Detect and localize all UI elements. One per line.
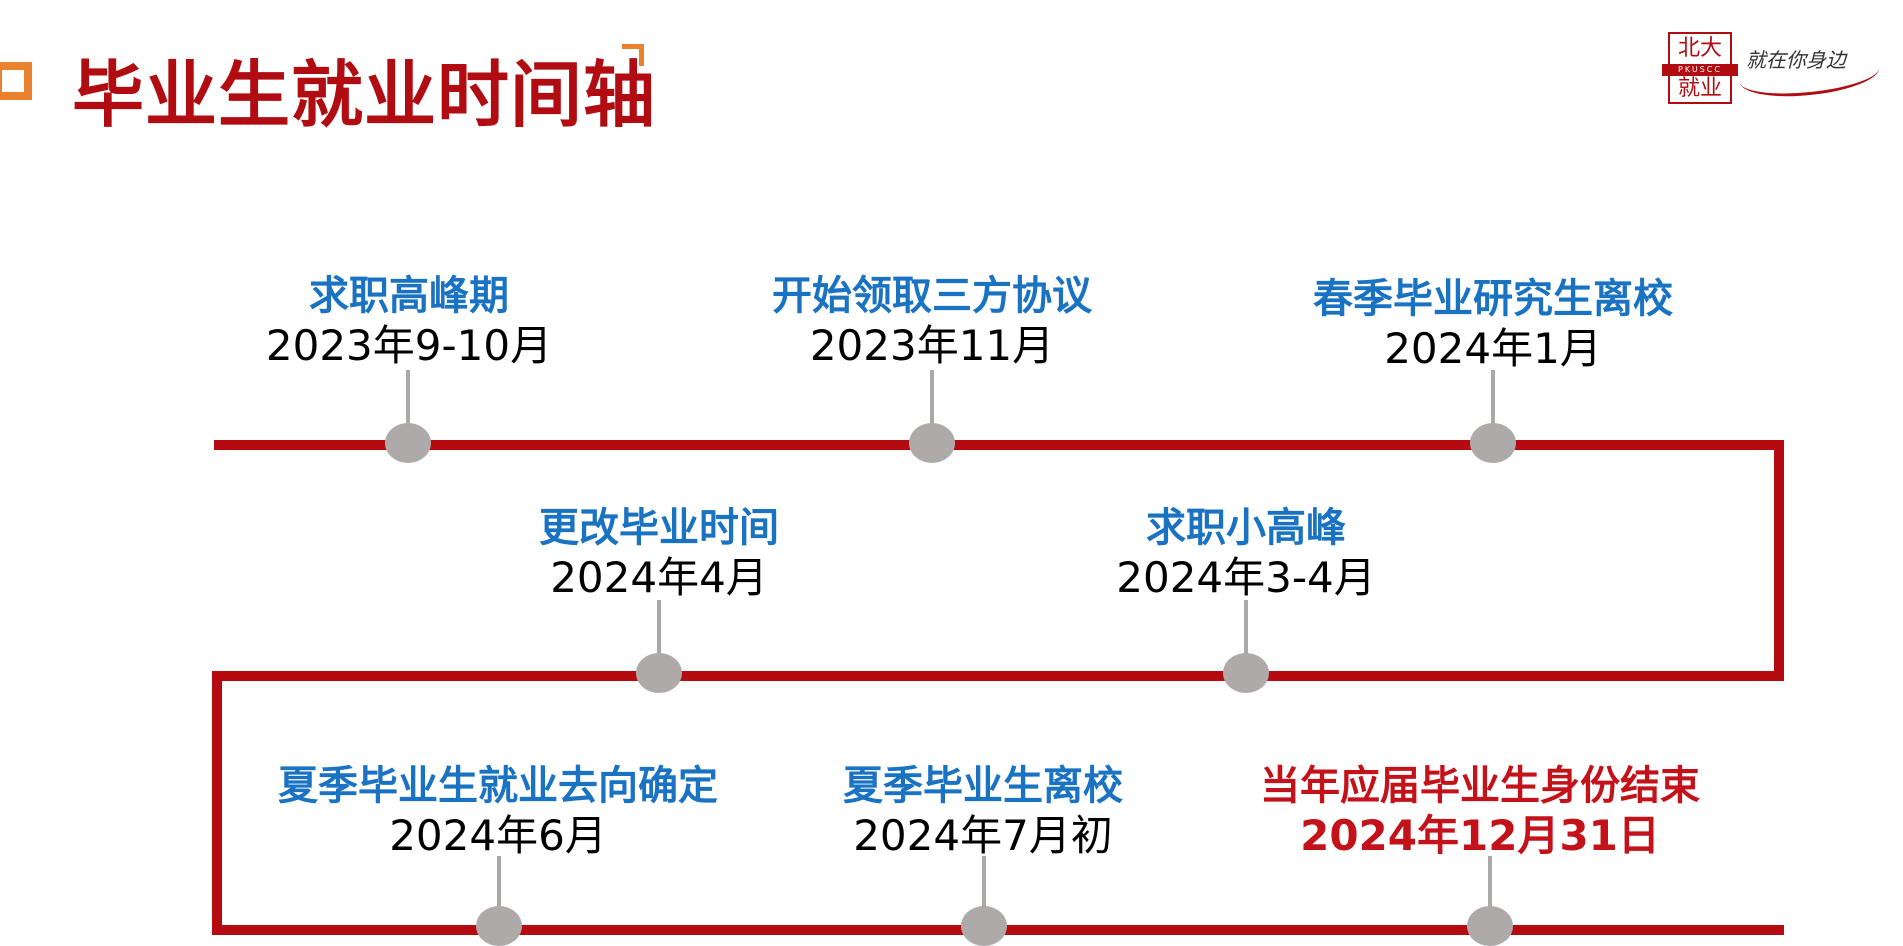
event-date: 2024年4月 <box>550 553 768 602</box>
logo-seal-bottom: 就业 <box>1677 76 1722 101</box>
event-date: 2024年3-4月 <box>1116 553 1376 602</box>
event-title-final: 当年应届毕业生身份结束 <box>1260 763 1700 809</box>
event-date-final: 2024年12月31日 <box>1300 811 1660 860</box>
event-connector <box>930 370 934 430</box>
timeline-segment-row1 <box>214 440 1784 450</box>
logo-seal-band: PKUSCC <box>1662 64 1738 76</box>
timeline-node <box>909 423 955 463</box>
corner-bracket-icon <box>622 44 644 66</box>
logo-seal: 北大 PKUSCC 就业 <box>1662 32 1738 104</box>
event-date: 2023年11月 <box>809 321 1055 370</box>
event-connector <box>982 856 986 920</box>
event-title: 更改毕业时间 <box>539 505 779 551</box>
event-date: 2023年9-10月 <box>265 321 553 370</box>
event-date: 2024年7月初 <box>853 811 1113 860</box>
event-title: 开始领取三方协议 <box>772 273 1092 319</box>
event-title: 夏季毕业生就业去向确定 <box>278 763 718 809</box>
logo-seal-top: 北大 <box>1677 36 1722 61</box>
event-connector <box>1488 856 1492 920</box>
event-title: 求职高峰期 <box>309 273 509 319</box>
event-date: 2024年6月 <box>389 811 607 860</box>
event-connector <box>497 856 501 920</box>
event-title: 求职小高峰 <box>1146 505 1346 551</box>
timeline-segment-left <box>212 671 222 935</box>
event-date: 2024年1月 <box>1384 324 1602 373</box>
title-square-icon <box>0 62 32 100</box>
timeline-node <box>961 906 1007 946</box>
event-connector <box>1244 600 1248 662</box>
pku-career-logo: 北大 PKUSCC 就业 就在你身边 <box>1662 30 1882 110</box>
event-connector <box>657 600 661 662</box>
timeline-node <box>476 906 522 946</box>
timeline-node <box>1223 653 1269 693</box>
timeline-node <box>1467 906 1513 946</box>
logo-slogan: 就在你身边 <box>1746 48 1846 72</box>
event-title: 夏季毕业生离校 <box>843 763 1123 809</box>
page-title: 毕业生就业时间轴 <box>72 53 657 137</box>
event-connector <box>1491 370 1495 430</box>
timeline-node <box>1470 423 1516 463</box>
timeline-node <box>385 423 431 463</box>
event-connector <box>406 370 410 430</box>
event-title: 春季毕业研究生离校 <box>1313 276 1673 322</box>
timeline-node <box>636 653 682 693</box>
timeline-segment-row2 <box>212 671 1784 681</box>
timeline-segment-right <box>1774 440 1784 681</box>
